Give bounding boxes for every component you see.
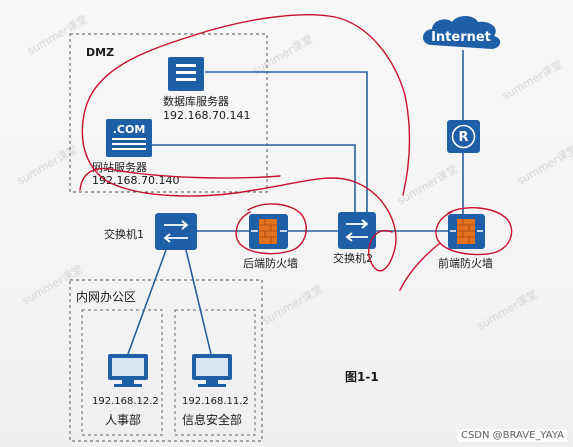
web-server-name: 网站服务器 bbox=[92, 160, 147, 174]
network-links bbox=[127, 50, 464, 355]
web-server-icon-bar bbox=[112, 148, 146, 150]
db-server-icon-line bbox=[176, 71, 196, 74]
computer-stand bbox=[206, 380, 218, 384]
firewall-brick-lines bbox=[457, 219, 475, 244]
pc-security[interactable]: 192.168.11.2 信息安全部 bbox=[182, 354, 249, 427]
computer-stand bbox=[122, 380, 134, 384]
annotation-lower-arc bbox=[79, 167, 281, 191]
router-icon-ring bbox=[451, 124, 476, 149]
link-switch1-pc-hr bbox=[127, 249, 167, 355]
watermark: summer课堂 bbox=[25, 13, 90, 58]
office-zone-label: 内网办公区 bbox=[76, 289, 136, 304]
cloud-icon bbox=[423, 16, 501, 49]
hand-annotations bbox=[79, 14, 513, 291]
pc-hr-dept: 人事部 bbox=[105, 412, 141, 427]
web-server-badge: .COM bbox=[113, 123, 146, 136]
pc-hr[interactable]: 192.168.12.2 人事部 bbox=[92, 354, 159, 427]
db-server-ip: 192.168.70.141 bbox=[163, 109, 250, 122]
office-zone bbox=[69, 279, 263, 442]
db-server-icon-line bbox=[176, 64, 196, 67]
router-glyph: R bbox=[458, 130, 468, 145]
web-server[interactable]: .COM 网站服务器 192.168.70.140 bbox=[92, 119, 179, 187]
switch-2-label: 交换机2 bbox=[333, 251, 373, 265]
router[interactable]: R bbox=[447, 120, 480, 153]
web-server-icon-bar bbox=[112, 138, 146, 140]
computer-screen bbox=[112, 358, 144, 376]
link-db-switch2 bbox=[205, 71, 368, 212]
link-switch1-pc-sec bbox=[185, 249, 212, 355]
watermark: summer课堂 bbox=[260, 283, 325, 328]
web-server-icon-bar bbox=[112, 143, 146, 145]
internet-cloud[interactable]: Internet bbox=[423, 16, 501, 49]
computer-base bbox=[114, 384, 142, 387]
switch-arrows-icon bbox=[163, 220, 189, 243]
annotation-dmz-loop bbox=[81, 14, 397, 272]
switch-arrows-icon bbox=[345, 219, 369, 242]
db-server[interactable]: 数据库服务器 192.168.70.141 bbox=[163, 57, 250, 122]
frontend-firewall-label: 前端防火墙 bbox=[438, 256, 493, 270]
backend-firewall[interactable]: 后端防火墙 bbox=[243, 214, 298, 270]
switch-icon bbox=[338, 212, 376, 249]
figure-caption: 图1-1 bbox=[345, 370, 379, 384]
internet-label: Internet bbox=[431, 30, 491, 45]
annotation-frontend-fw-tail bbox=[399, 242, 441, 291]
computer-base bbox=[198, 384, 226, 387]
backend-firewall-label: 后端防火墙 bbox=[243, 256, 298, 270]
annotation-backend-fw-circle bbox=[235, 203, 307, 255]
pc-sec-dept: 信息安全部 bbox=[182, 412, 242, 427]
frontend-firewall[interactable]: 前端防火墙 bbox=[438, 214, 493, 270]
pc-sec-ip: 192.168.11.2 bbox=[182, 396, 249, 407]
firewall-brick bbox=[259, 219, 277, 244]
dmz-zone-label: DMZ bbox=[86, 46, 114, 59]
link-web-switch2 bbox=[150, 144, 356, 212]
firewall-brick-lines bbox=[259, 219, 277, 244]
watermark: summer课堂 bbox=[500, 58, 565, 103]
computer-screen bbox=[196, 358, 228, 376]
firewall-brick bbox=[457, 219, 475, 244]
dmz-zone bbox=[69, 33, 268, 193]
annotation-frontend-fw-circle bbox=[435, 207, 513, 256]
source-credit: CSDN @BRAVE_YAYA bbox=[457, 429, 567, 442]
switch-2[interactable]: 交换机2 bbox=[333, 212, 376, 265]
switch-1[interactable]: 交换机1 bbox=[104, 213, 197, 250]
db-server-icon-line bbox=[176, 78, 196, 81]
watermark: summer课堂 bbox=[475, 288, 540, 333]
db-server-name: 数据库服务器 bbox=[163, 94, 229, 108]
switch-icon bbox=[155, 213, 197, 250]
pc-hr-ip: 192.168.12.2 bbox=[92, 396, 159, 407]
annotation-dmz-loop-outer bbox=[334, 16, 411, 196]
watermark: summer课堂 bbox=[250, 33, 315, 78]
watermark: summer课堂 bbox=[515, 143, 573, 188]
switch-1-label: 交换机1 bbox=[104, 227, 144, 241]
